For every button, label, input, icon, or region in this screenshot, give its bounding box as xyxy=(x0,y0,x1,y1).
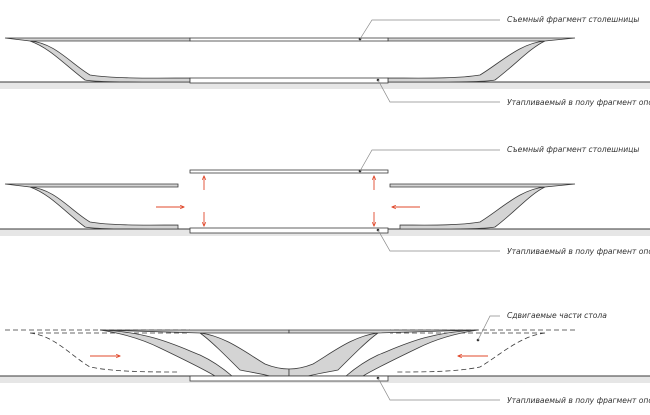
table-half-left xyxy=(4,37,191,83)
leader-line xyxy=(477,315,500,341)
leader-line xyxy=(377,229,500,252)
label-recessed-support: Утапливаемый в полу фрагмент опоры xyxy=(507,98,650,107)
removable-tabletop-piece xyxy=(189,169,389,174)
table-half-right xyxy=(387,37,576,83)
leader-line xyxy=(359,19,500,40)
panel-2-disassembly: Съемный фрагмент столешницы Утапливаемый… xyxy=(0,145,650,256)
leader-line xyxy=(377,79,500,103)
removable-tabletop-piece xyxy=(189,37,389,42)
leader-line xyxy=(359,149,500,172)
label-removable-tabletop: Съемный фрагмент столешницы xyxy=(507,145,639,154)
leader-line xyxy=(377,377,500,401)
label-recessed-support: Утапливаемый в полу фрагмент опоры xyxy=(507,247,650,256)
label-recessed-support: Утапливаемый в полу фрагмент опоры xyxy=(507,396,650,405)
floor-hatch xyxy=(0,82,650,89)
panel-3-shifted: Сдвигаемые части стола Утапливаемый в по… xyxy=(0,311,650,405)
ghost-left xyxy=(5,329,190,373)
table-half-right xyxy=(389,183,576,230)
table-half-left xyxy=(4,183,179,230)
table-half-right-shifted xyxy=(288,329,479,377)
recessed-support-piece xyxy=(189,227,389,234)
label-removable-tabletop: Съемный фрагмент столешницы xyxy=(507,15,639,24)
label-sliding-parts: Сдвигаемые части стола xyxy=(507,311,607,320)
recessed-support-piece xyxy=(189,375,389,382)
ghost-right xyxy=(390,329,575,373)
panel-1-assembled: Съемный фрагмент столешницы Утапливаемый… xyxy=(0,15,650,107)
recessed-support-piece xyxy=(189,77,389,84)
